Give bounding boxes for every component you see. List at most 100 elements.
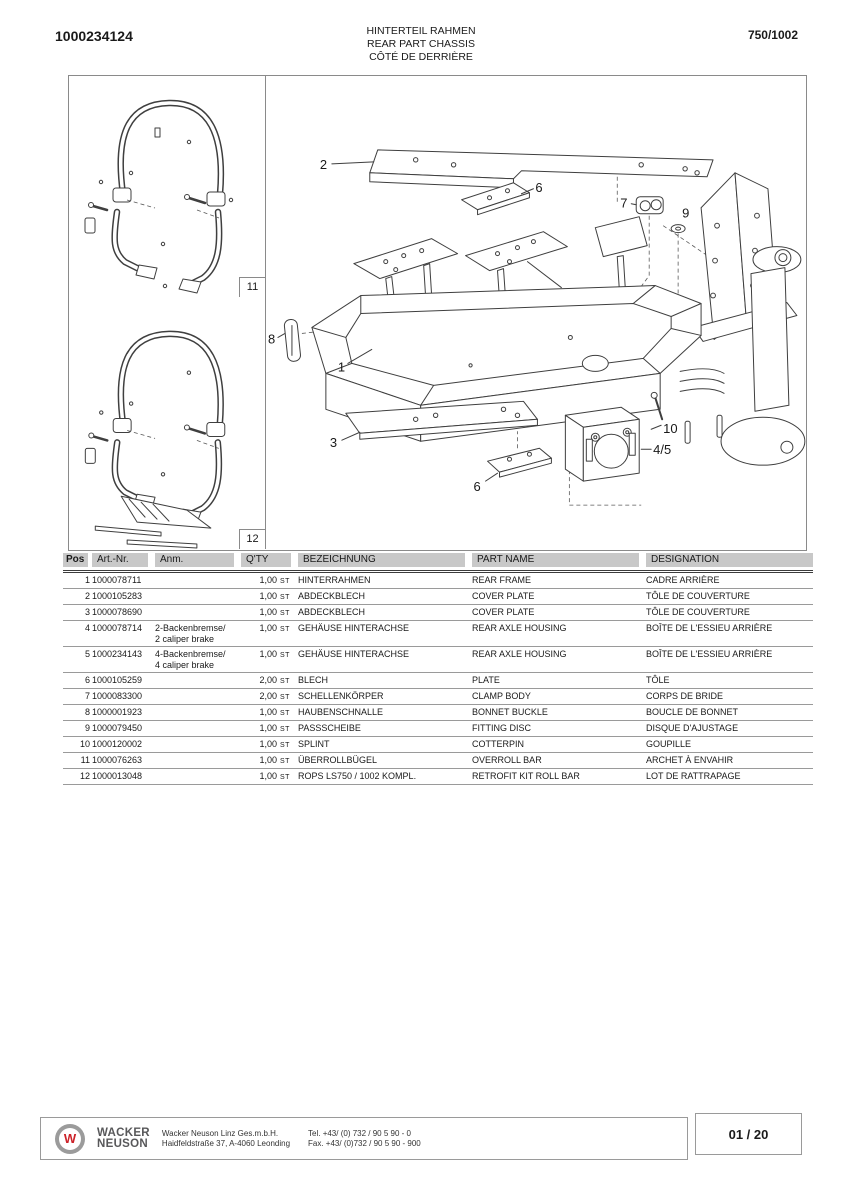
- callout-1: 1: [338, 359, 345, 374]
- partname-cell: COVER PLATE: [472, 588, 646, 605]
- bezeichnung-cell: HINTERRAHMEN: [298, 571, 472, 589]
- artnr-cell: 1000078711: [92, 571, 155, 589]
- anm-cell: [155, 752, 241, 769]
- col-qty: Q'TY: [241, 553, 291, 567]
- bezeichnung-cell: ABDECKBLECH: [298, 604, 472, 621]
- qty-unit: ST: [280, 758, 290, 765]
- artnr-cell: 1000078690: [92, 604, 155, 621]
- bezeichnung-cell: HAUBENSCHNALLE: [298, 704, 472, 721]
- designation-cell: BOÎTE DE L'ESSIEU ARRIÈRE: [646, 620, 813, 647]
- artnr-cell: 1000105259: [92, 672, 155, 689]
- col-artnr: Art.-Nr.: [92, 553, 148, 567]
- callout-7: 7: [620, 196, 627, 211]
- company-street: Haidfeldstraße 37, A-4060 Leonding: [161, 1138, 291, 1148]
- company-name: Wacker Neuson Linz Ges.m.b.H.: [161, 1128, 279, 1138]
- wacker-neuson-logo-icon: W: [55, 1123, 85, 1154]
- callout-4-5: 4/5: [653, 442, 671, 457]
- bezeichnung-cell: ABDECKBLECH: [298, 588, 472, 605]
- diagram-panel: 11: [68, 75, 807, 551]
- col-bezeichnung: BEZEICHNUNG: [298, 553, 465, 567]
- designation-cell: TÔLE DE COUVERTURE: [646, 588, 813, 605]
- qty-unit: ST: [280, 694, 290, 701]
- page-title: HINTERTEIL RAHMEN REAR PART CHASSIS CÔTÉ…: [0, 25, 842, 64]
- partname-cell: CLAMP BODY: [472, 688, 646, 705]
- pos-cell: 3: [63, 604, 92, 621]
- anm-cell: [155, 571, 241, 589]
- title-french: CÔTÉ DE DERRIÈRE: [369, 51, 473, 63]
- inset-label-12: 12: [239, 529, 265, 549]
- qty-value: 1,00: [259, 591, 277, 601]
- artnr-cell: 1000079450: [92, 720, 155, 737]
- footer-bar: W WACKER NEUSON Wacker Neuson Linz Ges.m…: [40, 1117, 688, 1160]
- artnr-cell: 1000105283: [92, 588, 155, 605]
- parts-table: Pos Art.-Nr. Anm. Q'TY BEZEICHNUNG PART …: [63, 553, 813, 785]
- artnr-cell: 1000001923: [92, 704, 155, 721]
- qty-value: 1,00: [259, 755, 277, 765]
- anm-cell: [155, 604, 241, 621]
- designation-cell: GOUPILLE: [646, 736, 813, 753]
- designation-cell: TÔLE DE COUVERTURE: [646, 604, 813, 621]
- partname-cell: BONNET BUCKLE: [472, 704, 646, 721]
- designation-cell: CADRE ARRIÈRE: [646, 571, 813, 589]
- table-row: 4 1000078714 2-Backenbremse/ 2 caliper b…: [63, 620, 813, 647]
- fax-line: Fax. +43/ (0)732 / 90 5 90 - 900: [308, 1138, 421, 1148]
- brand-line1: WACKER: [97, 1127, 150, 1139]
- qty-unit: ST: [280, 652, 290, 659]
- qty-value: 1,00: [259, 607, 277, 617]
- inset-rollbar-12: 12: [69, 297, 266, 549]
- partname-cell: RETROFIT KIT ROLL BAR: [472, 768, 646, 785]
- qty-unit: ST: [280, 710, 290, 717]
- qty-value: 1,00: [259, 707, 277, 717]
- partname-cell: OVERROLL BAR: [472, 752, 646, 769]
- qty-unit: ST: [280, 678, 290, 685]
- tel-line: Tel. +43/ (0) 732 / 90 5 90 - 0: [308, 1128, 411, 1138]
- qty-unit: ST: [280, 774, 290, 781]
- partname-cell: PLATE: [472, 672, 646, 689]
- col-pos: Pos: [63, 553, 88, 567]
- designation-cell: ARCHET À ENVAHIR: [646, 752, 813, 769]
- logo-w: W: [63, 1131, 77, 1146]
- pos-cell: 12: [63, 768, 92, 785]
- qty-value: 1,00: [259, 575, 277, 585]
- col-designation: DESIGNATION: [646, 553, 813, 567]
- qty-value: 1,00: [259, 723, 277, 733]
- table-header-row: Pos Art.-Nr. Anm. Q'TY BEZEICHNUNG PART …: [63, 553, 813, 573]
- partname-cell: REAR AXLE HOUSING: [472, 620, 646, 647]
- anm-cell: [155, 736, 241, 753]
- bezeichnung-cell: GEHÄUSE HINTERACHSE: [298, 646, 472, 673]
- bezeichnung-cell: PASSSCHEIBE: [298, 720, 472, 737]
- bezeichnung-cell: SCHELLENKÖRPER: [298, 688, 472, 705]
- callout-6a: 6: [535, 180, 542, 195]
- qty-value: 1,00: [259, 771, 277, 781]
- inset-rollbar-11: 11: [69, 76, 266, 298]
- pos-cell: 5: [63, 646, 92, 673]
- brand-line2: NEUSON: [97, 1137, 149, 1150]
- pos-cell: 8: [63, 704, 92, 721]
- artnr-cell: 1000078714: [92, 620, 155, 647]
- inset-label-11: 11: [239, 277, 265, 297]
- qty-value: 2,00: [259, 691, 277, 701]
- pos-cell: 11: [63, 752, 92, 769]
- artnr-cell: 1000076263: [92, 752, 155, 769]
- model-page-ref: 750/1002: [747, 28, 798, 42]
- artnr-cell: 1000083300: [92, 688, 155, 705]
- rollbar-drawing-12: [84, 330, 226, 549]
- bezeichnung-cell: ROPS LS750 / 1002 KOMPL.: [298, 768, 472, 785]
- pos-cell: 7: [63, 688, 92, 705]
